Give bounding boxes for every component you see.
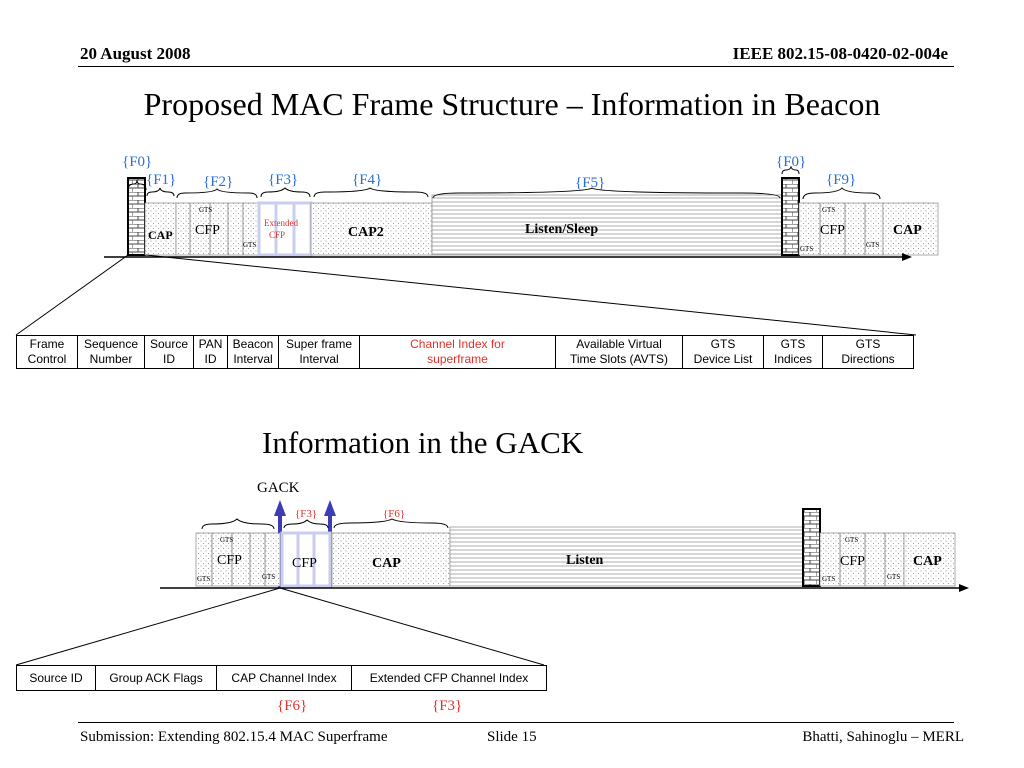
header-rule	[78, 66, 954, 67]
gack-zoom-line-left	[15, 587, 281, 666]
gack-field-group-ack-flags: Group ACK Flags	[95, 665, 217, 691]
gack-field-source-id: Source ID	[16, 665, 96, 691]
gack-label-f6: {F6}	[383, 508, 405, 520]
brace-f3	[260, 187, 311, 198]
listen-sleep-label: Listen/Sleep	[525, 222, 598, 237]
listen-sleep-block	[431, 194, 783, 256]
gack-brace-f3	[283, 519, 329, 529]
gack-extended-cfp-block	[280, 531, 332, 588]
gack-field-label-f6: {F6}	[277, 698, 307, 714]
label-f2: {F2}	[203, 174, 233, 190]
gack-cfp-mid-label: CFP	[292, 556, 317, 571]
label-f9: {F9}	[826, 172, 856, 188]
beacon-block-left	[127, 177, 146, 256]
gack-label: GACK	[257, 480, 300, 496]
brace-f9	[802, 187, 881, 200]
gts-label: GTS	[199, 206, 212, 214]
gack-listen-block	[449, 526, 804, 587]
cfp-block-right	[798, 202, 884, 256]
gack-cap-right-block	[903, 532, 956, 587]
gack-brace-f6	[333, 518, 449, 529]
footer-slide-number: Slide 15	[487, 729, 537, 745]
label-f1: {F1}	[146, 172, 176, 188]
gack-listen-label: Listen	[566, 553, 604, 568]
gack-cfp-right-label: CFP	[840, 554, 865, 569]
cfp-label: CFP	[195, 223, 220, 238]
gack-cap-label: CAP	[372, 556, 401, 571]
extended-cfp-label: CFP	[269, 230, 285, 240]
gts-label: GTS	[243, 241, 256, 249]
footer-rule	[78, 722, 954, 723]
extended-cfp-block	[257, 201, 313, 257]
cap-block-right	[882, 202, 939, 256]
brace-f0-right	[781, 165, 800, 175]
beacon-superframe: {F0} {F1} {F2} {F3} {F4} {F5} {F0} {F9} …	[15, 154, 939, 336]
gack-fields-table: Source ID Group ACK Flags CAP Channel In…	[16, 665, 547, 691]
cap2-label: CAP2	[348, 225, 384, 240]
gts-label: GTS	[822, 575, 835, 583]
label-f3: {F3}	[268, 172, 298, 188]
gts-label: GTS	[887, 573, 900, 581]
slide-title: Proposed MAC Frame Structure – Informati…	[143, 86, 881, 122]
brace-f0-left	[127, 179, 147, 191]
zoom-line-right	[145, 254, 917, 336]
gack-brace-cfp	[201, 518, 275, 530]
gack-section-title: Information in the GACK	[262, 425, 584, 460]
brace-f1	[146, 187, 175, 197]
gack-cfp-right-block	[819, 532, 905, 587]
zoom-line-left	[15, 254, 129, 336]
brace-f5	[432, 187, 781, 199]
gack-cfp-block	[195, 532, 281, 587]
gts-label: GTS	[197, 575, 210, 583]
gack-zoom-line-right	[279, 587, 545, 666]
gack-field-extended-cfp-channel-index: Extended CFP Channel Index	[351, 665, 547, 691]
cap2-block	[310, 202, 433, 256]
brace-f4	[313, 187, 429, 198]
gack-label-f3: {F3}	[295, 508, 317, 520]
gack-cap-right-label: CAP	[913, 554, 942, 569]
gts-label: GTS	[262, 573, 275, 581]
gack-field-label-f3: {F3}	[432, 698, 462, 714]
gts-label: GTS	[822, 206, 835, 214]
gts-label: GTS	[800, 245, 813, 253]
gts-label: GTS	[866, 241, 879, 249]
gack-beacon-block	[802, 508, 821, 587]
footer-authors: Bhatti, Sahinoglu – MERL	[802, 729, 964, 745]
cfp-right-label: CFP	[820, 223, 845, 238]
gack-cap-block	[331, 532, 451, 587]
header-date: 20 August 2008	[80, 44, 191, 63]
label-f0-right: {F0}	[776, 154, 806, 170]
header-doc-id: IEEE 802.15-08-0420-02-004e	[732, 44, 948, 63]
gts-label: GTS	[845, 536, 858, 544]
footer-submission: Submission: Extending 802.15.4 MAC Super…	[80, 729, 388, 745]
cap-right-label: CAP	[893, 223, 922, 238]
label-f0-left: {F0}	[122, 154, 152, 170]
label-f5: {F5}	[575, 175, 605, 191]
gts-label: GTS	[220, 536, 233, 544]
gack-superframe: GACK {F3} {F6} GTS CFP GTS GTS	[15, 480, 969, 714]
extended-cfp-label: Extended	[264, 218, 298, 228]
gack-cfp-left-label: CFP	[217, 553, 242, 568]
beacon-block-right	[781, 177, 800, 256]
brace-f2	[176, 188, 258, 199]
label-f4: {F4}	[352, 172, 382, 188]
gack-field-cap-channel-index: CAP Channel Index	[216, 665, 352, 691]
cap-label: CAP	[148, 228, 173, 242]
